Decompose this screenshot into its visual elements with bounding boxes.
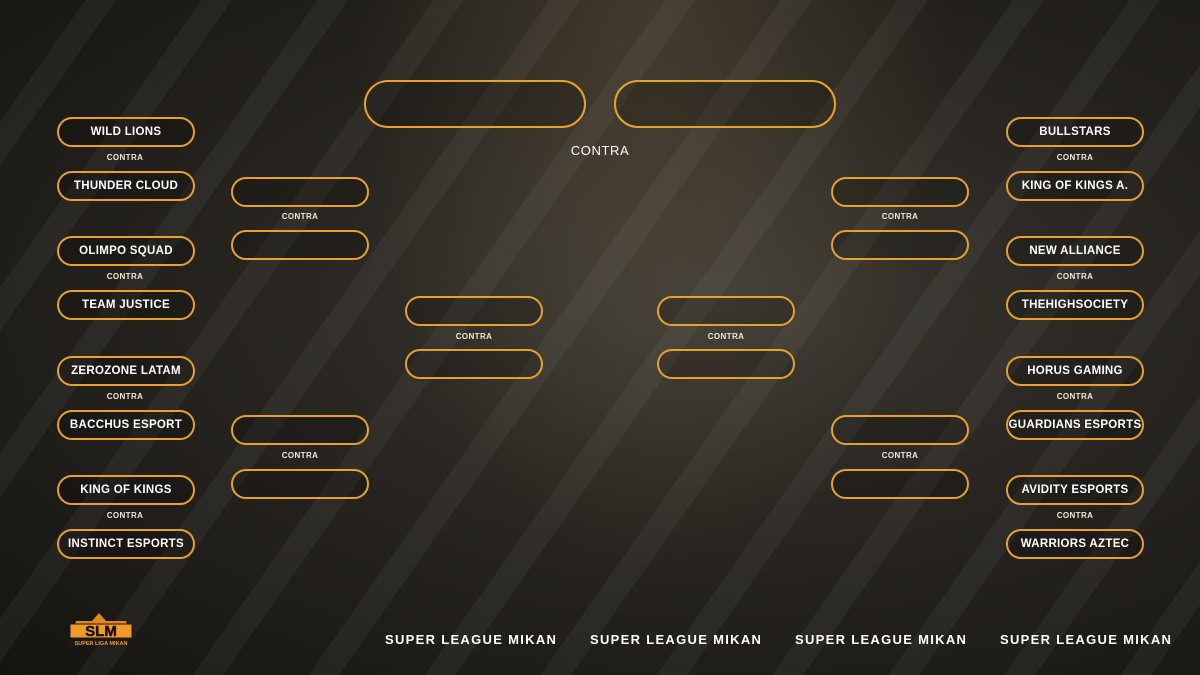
- right-team-3: NEW ALLIANCE: [1006, 236, 1144, 266]
- left-team-6: BACCHUS ESPORT: [57, 410, 195, 440]
- footer-text-2: SUPER LEAGUE MIKAN: [590, 632, 763, 647]
- left-r2-slot-1: [231, 177, 369, 207]
- footer-text-4: SUPER LEAGUE MIKAN: [1000, 632, 1173, 647]
- left-r2-vs-1: CONTRA: [281, 212, 319, 221]
- right-team-7: AVIDITY ESPORTS: [1006, 475, 1144, 505]
- footer-text-3: SUPER LEAGUE MIKAN: [795, 632, 968, 647]
- left-team-2: THUNDER CLOUD: [57, 171, 195, 201]
- right-team-8: WARRIORS AZTEC: [1006, 529, 1144, 559]
- slm-logo: SLM SUPER LIGA MIKAN: [66, 612, 136, 648]
- right-team-2: KING OF KINGS A.: [1006, 171, 1144, 201]
- right-r1-vs-4: CONTRA: [1056, 511, 1094, 520]
- final-slot-right: [614, 80, 836, 128]
- right-r1-vs-2: CONTRA: [1056, 272, 1094, 281]
- left-team-8: INSTINCT ESPORTS: [57, 529, 195, 559]
- right-r2-vs-1: CONTRA: [881, 212, 919, 221]
- right-semi-vs: CONTRA: [707, 332, 745, 341]
- left-team-7: KING OF KINGS: [57, 475, 195, 505]
- right-r2-slot-3: [831, 415, 969, 445]
- left-team-5: ZEROZONE LATAM: [57, 356, 195, 386]
- left-r2-slot-2: [231, 230, 369, 260]
- final-slot-left: [364, 80, 586, 128]
- right-r1-vs-3: CONTRA: [1056, 392, 1094, 401]
- left-team-3: OLIMPO SQUAD: [57, 236, 195, 266]
- right-r1-vs-1: CONTRA: [1056, 153, 1094, 162]
- right-team-4: THEHIGHSOCIETY: [1006, 290, 1144, 320]
- left-r1-vs-3: CONTRA: [106, 392, 144, 401]
- left-team-1: WILD LIONS: [57, 117, 195, 147]
- right-r2-slot-4: [831, 469, 969, 499]
- footer-text-1: SUPER LEAGUE MIKAN: [385, 632, 558, 647]
- final-vs-label: CONTRA: [570, 143, 630, 158]
- left-r2-slot-3: [231, 415, 369, 445]
- left-semi-slot-1: [405, 296, 543, 326]
- right-r2-vs-2: CONTRA: [881, 451, 919, 460]
- right-semi-slot-1: [657, 296, 795, 326]
- right-team-1: BULLSTARS: [1006, 117, 1144, 147]
- logo-tagline: SUPER LIGA MIKAN: [75, 641, 128, 647]
- left-r1-vs-4: CONTRA: [106, 511, 144, 520]
- right-r2-slot-1: [831, 177, 969, 207]
- left-semi-slot-2: [405, 349, 543, 379]
- left-semi-vs: CONTRA: [455, 332, 493, 341]
- right-r2-slot-2: [831, 230, 969, 260]
- right-semi-slot-2: [657, 349, 795, 379]
- right-team-6: GUARDIANS ESPORTS: [1006, 410, 1144, 440]
- logo-abbr: SLM: [85, 623, 117, 640]
- right-team-5: HORUS GAMING: [1006, 356, 1144, 386]
- left-r1-vs-1: CONTRA: [106, 153, 144, 162]
- left-r2-vs-2: CONTRA: [281, 451, 319, 460]
- left-r2-slot-4: [231, 469, 369, 499]
- left-team-4: TEAM JUSTICE: [57, 290, 195, 320]
- left-r1-vs-2: CONTRA: [106, 272, 144, 281]
